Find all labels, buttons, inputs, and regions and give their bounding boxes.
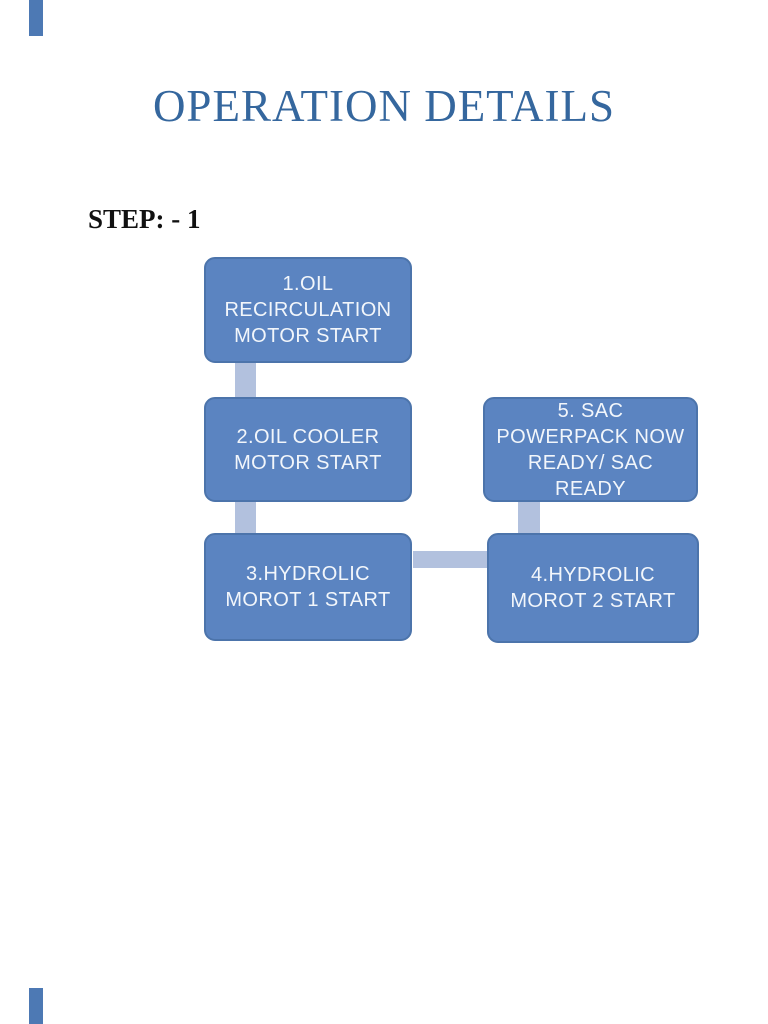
flow-node-label: 5. SAC POWERPACK NOW READY/ SAC READY xyxy=(496,399,685,500)
flow-node-oil-recirculation: 1.OIL RECIRCULATION MOTOR START xyxy=(204,257,412,363)
flow-node-label: 1.OIL RECIRCULATION MOTOR START xyxy=(224,273,392,347)
page-title: OPERATION DETAILS xyxy=(152,81,616,131)
flow-node-label: 4.HYDROLIC MOROT 2 START xyxy=(510,564,676,612)
flow-node-oil-cooler: 2.OIL COOLER MOTOR START xyxy=(204,397,412,502)
page-edge-mark-top xyxy=(29,0,43,36)
flow-node-label: 3.HYDROLIC MOROT 1 START xyxy=(225,563,391,611)
connector-1-2 xyxy=(235,363,256,397)
flow-node-sac-powerpack-ready: 5. SAC POWERPACK NOW READY/ SAC READY xyxy=(483,397,698,502)
flow-node-hydraulic-motor-2: 4.HYDROLIC MOROT 2 START xyxy=(487,533,699,643)
page-edge-mark-bottom xyxy=(29,988,43,1024)
connector-2-3 xyxy=(235,502,256,533)
flow-node-label: 2.OIL COOLER MOTOR START xyxy=(234,425,382,474)
step-heading: STEP: - 1 xyxy=(88,204,201,234)
flow-node-hydraulic-motor-1: 3.HYDROLIC MOROT 1 START xyxy=(204,533,412,641)
connector-3-4 xyxy=(413,551,487,568)
connector-5-4 xyxy=(518,502,540,534)
